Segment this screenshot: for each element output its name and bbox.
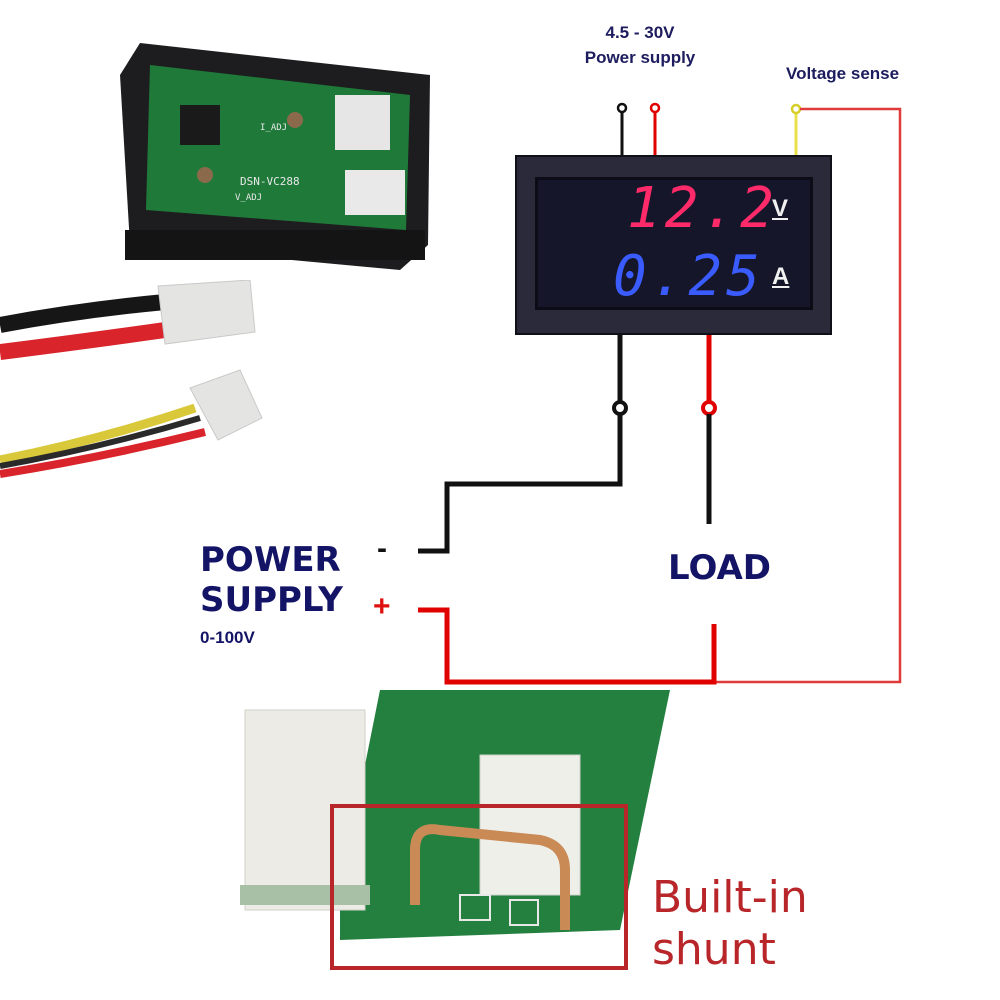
shunt-wire: [410, 824, 570, 930]
meter-supply-positive-terminal: [649, 102, 661, 114]
shunt-connector-left: [244, 709, 366, 911]
negative-terminal-sign: -: [377, 532, 387, 565]
yellow-wire: [0, 403, 197, 465]
power-supply-range: 0-100V: [200, 628, 255, 647]
shunt-label-line2: shunt: [652, 924, 776, 975]
shunt-label: Built-in shunt: [652, 872, 808, 976]
meter-supply-caption: Power supply: [584, 48, 696, 67]
connector-3pin: [189, 369, 263, 441]
supply-negative-wire: [418, 414, 623, 554]
red-wire: [0, 322, 167, 360]
supply-positive-wire: [418, 607, 717, 685]
shunt-positive-terminal: [701, 400, 717, 416]
current-reading: 0.25: [613, 244, 764, 309]
load-label: LOAD: [668, 548, 771, 588]
shunt-negative-terminal: [612, 400, 628, 416]
meter-supply-negative-terminal: [616, 102, 628, 114]
power-supply-label-line1: POWER: [200, 540, 341, 580]
meter-module-photo: DSN-VC288 I_ADJ V_ADJ: [120, 43, 430, 270]
voltage-sense-label: Voltage sense: [786, 64, 900, 83]
current-unit: A: [772, 263, 790, 290]
meter-display: 12.2 V 0.25 A: [515, 155, 832, 335]
voltage-sense-terminal: [790, 103, 802, 115]
meter-supply-voltage-range: 4.5 - 30V: [605, 23, 675, 42]
power-supply-label-line2: SUPPLY: [200, 580, 343, 620]
i-adj-text: I_ADJ: [260, 123, 287, 133]
black-wire: [0, 294, 166, 333]
meter-supply-label: 4.5 - 30V Power supply: [570, 20, 710, 70]
v-adj-text: V_ADJ: [235, 193, 262, 203]
voltage-reading: 12.2: [627, 176, 778, 241]
shunt-photo: [240, 690, 670, 940]
connector-2pin: [157, 280, 256, 345]
cable-photos: [0, 280, 263, 478]
shunt-highlight-box: [330, 804, 628, 970]
module-silkscreen-text: DSN-VC288: [240, 175, 300, 188]
positive-terminal-sign: +: [373, 590, 391, 623]
voltage-sense-wire: [714, 107, 902, 684]
shunt-label-line1: Built-in: [652, 872, 808, 923]
voltage-unit: V: [772, 195, 789, 222]
power-supply-label: POWER SUPPLY: [200, 540, 343, 620]
